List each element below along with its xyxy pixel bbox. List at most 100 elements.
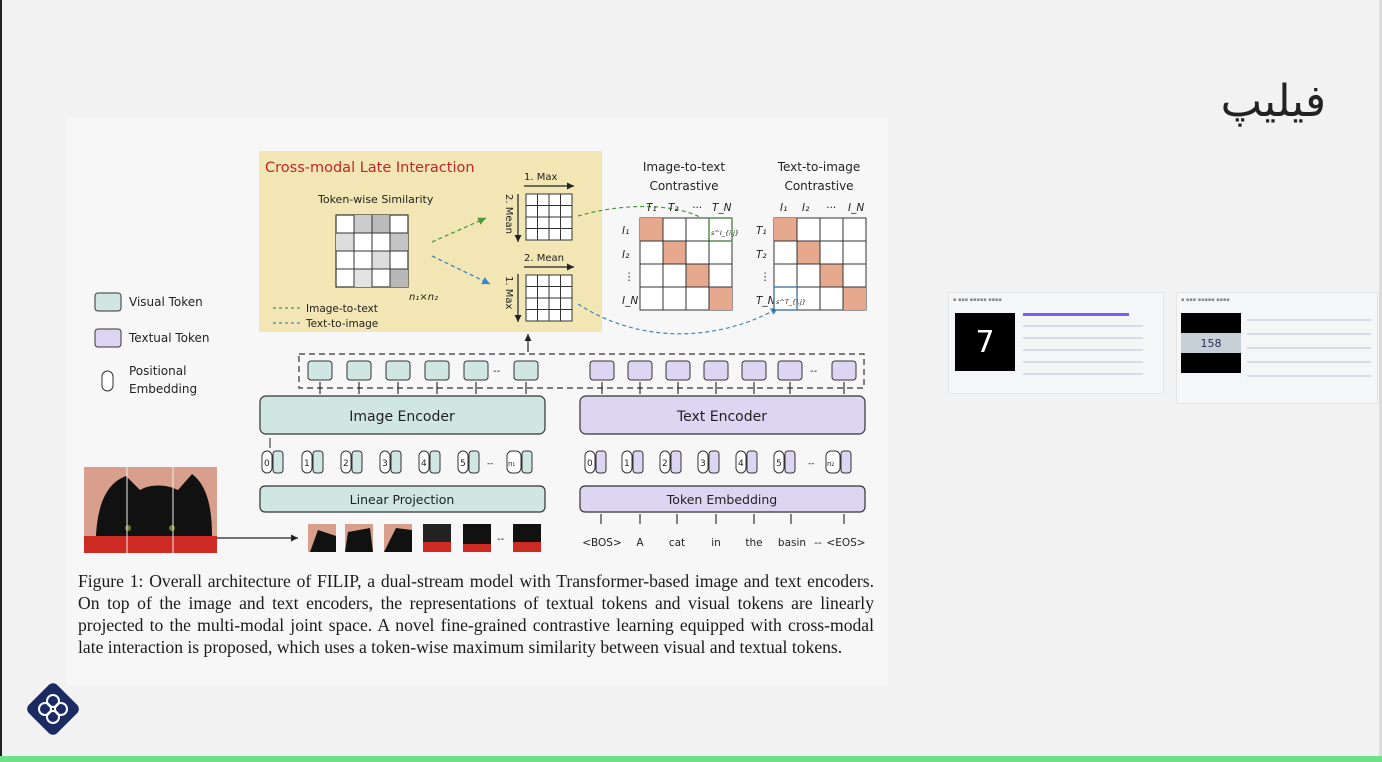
svg-text:···: ···: [692, 202, 702, 214]
legend-positional-swatch: [101, 370, 114, 392]
svg-text:I₂: I₂: [802, 202, 810, 214]
architecture-diagram: Cross-modal Late Interaction Token-wise …: [84, 151, 867, 553]
row-line: [1023, 325, 1143, 327]
t2i-sij: s^T_{i,j}: [776, 298, 806, 306]
svg-text:in: in: [711, 537, 721, 549]
i2t-row-labels: I₁ I₂ ⋮ I_N: [622, 225, 638, 307]
token-wise-similarity-label: Token-wise Similarity: [317, 193, 434, 206]
svg-text:cat: cat: [669, 537, 685, 549]
visual-output-tokens: [307, 360, 539, 381]
linear-projection-label: Linear Projection: [350, 492, 455, 507]
svg-text:--: --: [808, 459, 815, 469]
svg-text:T_N: T_N: [712, 202, 732, 214]
svg-text:2: 2: [343, 459, 349, 469]
svg-text:T₁: T₁: [646, 202, 657, 214]
digit-image-7: 7: [955, 313, 1015, 371]
t2i-row-labels: T₁ T₂ ⋮ T_N: [756, 225, 776, 307]
legend-textual-label: Textual Token: [128, 331, 210, 345]
svg-text:⋮: ⋮: [760, 271, 771, 283]
svg-text:···: ···: [826, 202, 836, 214]
filip-figure: Cross-modal Late Interaction Token-wise …: [66, 118, 888, 686]
cat-photo: [84, 467, 217, 553]
legend-visual-swatch: [94, 292, 122, 312]
i2t-title-1: Image-to-text: [643, 160, 725, 174]
t2i-title-2: Contrastive: [784, 179, 853, 193]
svg-text:2: 2: [662, 459, 668, 469]
i2t-dashed-arrow: [431, 217, 487, 243]
figure-caption: Figure 1: Overall architecture of FILIP,…: [78, 571, 874, 657]
mnist-thumbnail-1: ▪ ▪▪▪ ▪▪▪▪▪ ▪▪▪▪ 7: [948, 292, 1164, 394]
number-image-158: 158: [1181, 313, 1241, 373]
row-line: [1247, 347, 1371, 349]
svg-text:n₂: n₂: [827, 460, 834, 468]
row-line: [1023, 361, 1143, 363]
i2t-sij: s^I_{i,j}: [711, 229, 739, 237]
legend-textual-swatch: [94, 328, 122, 348]
svg-text:T₂: T₂: [668, 202, 679, 214]
logo-icon: [27, 683, 79, 735]
t2i-connector: [577, 303, 779, 335]
svg-text:I₁: I₁: [622, 225, 629, 237]
text-encoder-label: Text Encoder: [676, 409, 767, 425]
mnist-thumbnail-2: ▪ ▪▪▪ ▪▪▪▪▪ ▪▪▪▪ 158: [1176, 292, 1378, 404]
right-border: [1379, 0, 1382, 762]
t2i-dashed-arrow: [431, 255, 491, 285]
legend-visual-label: Visual Token: [129, 295, 203, 309]
cmli-title: Cross-modal Late Interaction: [265, 160, 475, 176]
i2t-matrix: [639, 217, 733, 311]
svg-text:0: 0: [264, 459, 270, 469]
row-line: [1023, 337, 1143, 339]
t2i-title-1: Text-to-image: [777, 160, 861, 174]
legend-image-to-text: Image-to-text: [306, 303, 378, 315]
thumbnail-header-1: ▪ ▪▪▪ ▪▪▪▪▪ ▪▪▪▪: [953, 297, 1002, 303]
svg-text:n₁: n₁: [508, 460, 515, 468]
visual-tokens-dash: --: [493, 366, 501, 377]
row-line: [1247, 361, 1371, 363]
image-patches: --: [308, 524, 541, 552]
slide-title: فیلیپ: [1220, 76, 1326, 127]
svg-text:3: 3: [700, 459, 706, 469]
legend-positional-2: Embedding: [129, 382, 197, 396]
row-line: [1247, 333, 1371, 335]
svg-text:I_N: I_N: [848, 202, 864, 214]
legend-positional-1: Positional: [129, 364, 186, 378]
svg-text:0: 0: [587, 459, 593, 469]
similarity-matrix: [335, 214, 409, 288]
textual-output-tokens: [589, 360, 857, 381]
legend-text-to-image: Text-to-image: [305, 318, 378, 330]
svg-text:<BOS>: <BOS>: [582, 537, 622, 549]
svg-text:T₁: T₁: [756, 225, 767, 237]
matrix-size-label: n₁×n₂: [409, 292, 438, 303]
svg-text:⋮: ⋮: [624, 271, 635, 283]
svg-text:4: 4: [421, 459, 427, 469]
token-output-container: [298, 353, 865, 389]
left-border: [0, 0, 2, 762]
progress-bar-top: [1023, 313, 1129, 316]
svg-text:1: 1: [624, 459, 630, 469]
text-encoder-block: [579, 395, 866, 435]
text-embedding-row: 0 1 2 3 4 5 -- n₂: [584, 450, 852, 474]
row-line: [1023, 349, 1143, 351]
t2i-matrix: [773, 217, 867, 311]
svg-text:1: 1: [304, 459, 310, 469]
step-mean-lower: 2. Mean: [524, 253, 564, 264]
lower-small-grid: [525, 274, 573, 322]
svg-text:T_N: T_N: [756, 295, 776, 307]
svg-text:T₂: T₂: [756, 249, 767, 261]
bottom-accent-bar: [0, 756, 1382, 762]
svg-text:the: the: [745, 537, 762, 549]
svg-text:--: --: [814, 537, 822, 549]
number-band: 158: [1181, 333, 1241, 353]
image-embedding-row: 0 1 2 3 4 5 -- n₁: [261, 438, 533, 474]
svg-text:I_N: I_N: [622, 295, 638, 307]
image-encoder-label: Image Encoder: [349, 409, 455, 425]
step-mean-upper: 2. Mean: [503, 194, 514, 234]
svg-text:5: 5: [776, 459, 782, 469]
svg-text:5: 5: [460, 459, 466, 469]
row-line: [1247, 375, 1371, 377]
token-embedding-block: [579, 485, 866, 513]
image-encoder-block: [259, 395, 546, 435]
upper-small-grid: [525, 193, 573, 241]
row-line: [1023, 373, 1143, 375]
svg-text:I₁: I₁: [780, 202, 787, 214]
